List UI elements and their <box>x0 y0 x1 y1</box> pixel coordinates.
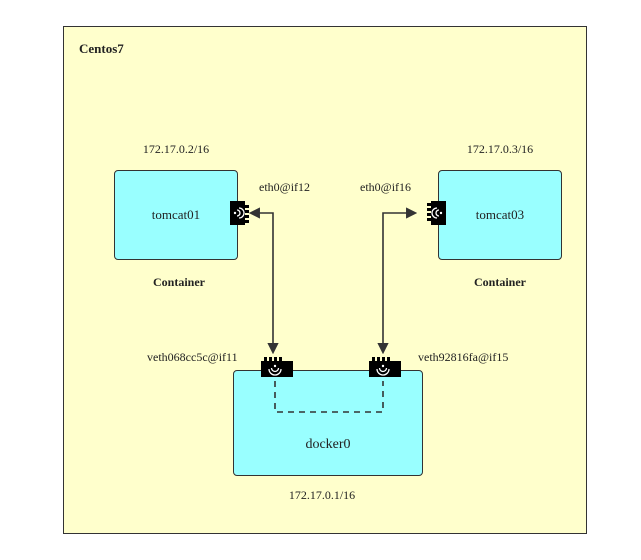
tomcat03-eth0-label: eth0@if16 <box>360 180 412 194</box>
network-card-icon <box>261 357 293 377</box>
veth-left-label: veth068cc5c@if11 <box>147 350 238 364</box>
link-tomcat03-veth <box>377 207 418 355</box>
bridge-docker0[interactable]: docker0 <box>233 370 423 476</box>
network-card-icon <box>369 357 401 377</box>
tomcat03-caption: Container <box>474 275 526 289</box>
host-title: Centos7 <box>79 41 124 56</box>
tomcat01-ip-label: 172.17.0.2/16 <box>142 142 210 156</box>
network-card-icon <box>230 201 249 225</box>
bridge-internal-link <box>274 381 384 413</box>
container-tomcat01[interactable]: tomcat01 <box>114 170 238 260</box>
tomcat01-eth0-label: eth0@if12 <box>259 180 311 194</box>
tomcat03-ip-label: 172.17.0.3/16 <box>466 142 534 156</box>
link-tomcat01-veth <box>248 207 279 355</box>
tomcat01-caption: Container <box>153 275 205 289</box>
tomcat03-label: tomcat03 <box>475 207 525 222</box>
tomcat01-label: tomcat01 <box>151 207 201 222</box>
veth-right-label: veth92816fa@if15 <box>418 350 509 364</box>
docker0-ip-label: 172.17.0.1/16 <box>288 488 356 502</box>
network-card-icon <box>427 201 446 225</box>
docker0-label: docker0 <box>305 437 351 452</box>
